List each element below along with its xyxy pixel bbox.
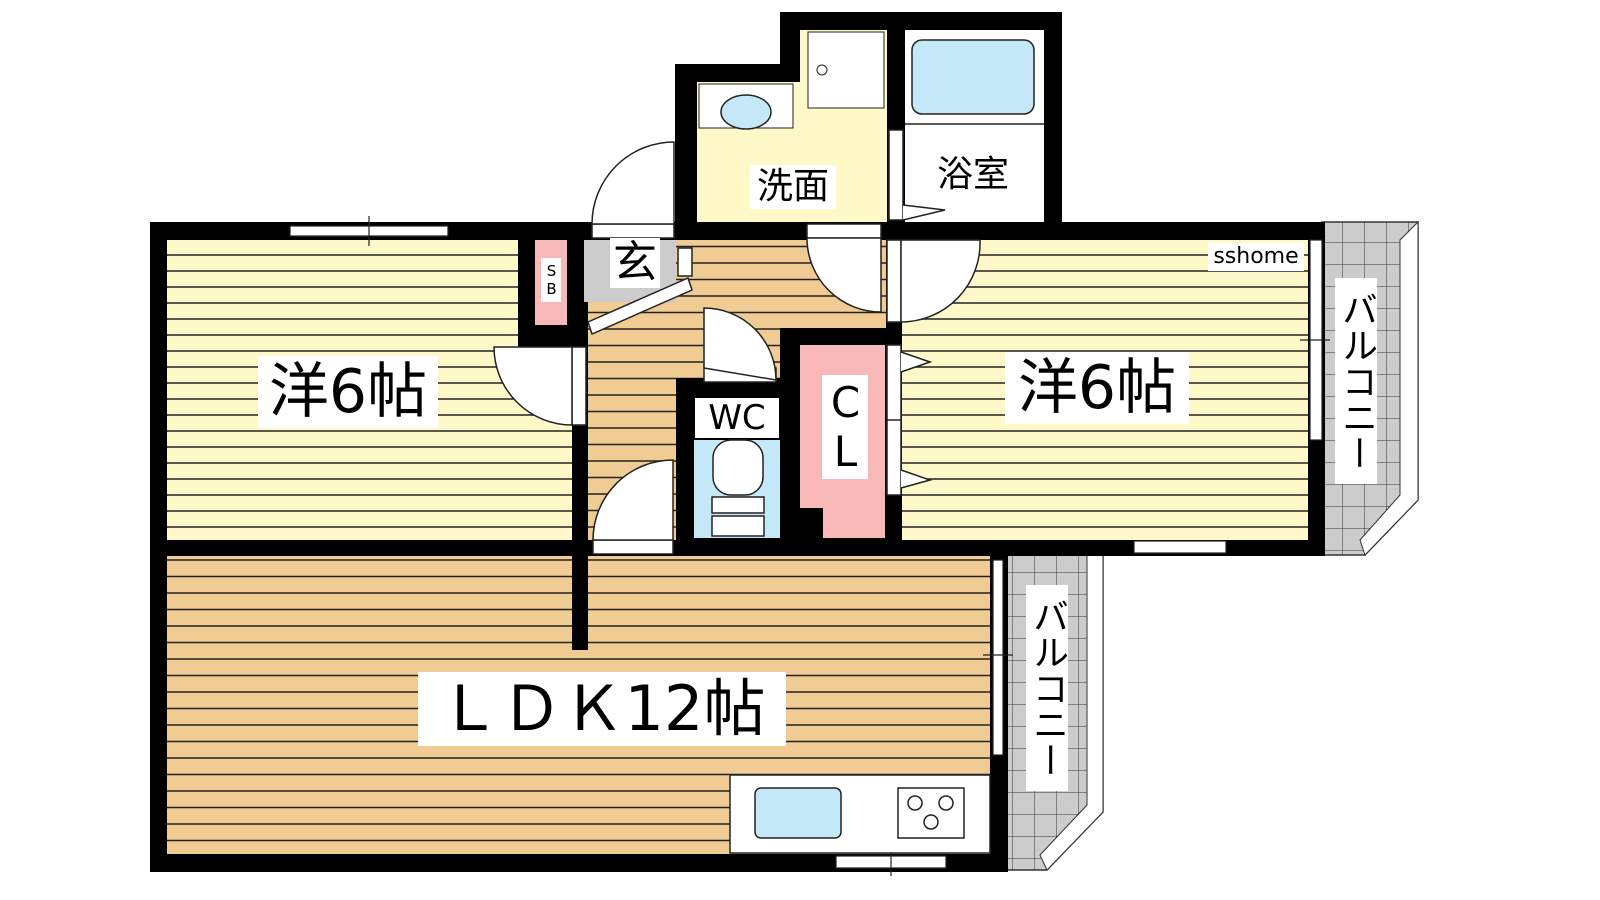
room-label-balcony-right: バルコニー xyxy=(1335,278,1377,484)
room-label-balcony-bottom: バルコニー xyxy=(1026,585,1068,791)
room-label-toilet: WC xyxy=(695,398,779,438)
toilet xyxy=(712,439,764,496)
kitchen-sink xyxy=(754,787,842,839)
room-label-ldk: ＬＤＫ12帖 xyxy=(418,672,786,746)
room-label-shoe-box: SB xyxy=(541,258,561,302)
bathtub xyxy=(911,39,1035,115)
wash-basin xyxy=(720,94,772,130)
room-label-washroom: 洗面 xyxy=(750,165,836,209)
stove-burners-icon xyxy=(907,795,954,830)
windows xyxy=(289,216,1330,876)
stove xyxy=(897,787,965,839)
room-label-western-left: 洋6帖 xyxy=(258,356,438,428)
balcony-right-rail xyxy=(1359,220,1419,556)
room-label-entrance: 玄 xyxy=(610,238,660,288)
room-label-closet: CL xyxy=(821,375,870,479)
room-label-western-right: 洋6帖 xyxy=(1005,352,1189,424)
doors xyxy=(493,129,981,555)
watermark-sshome: sshome xyxy=(1208,243,1304,271)
partition-wall xyxy=(572,540,588,650)
room-label-bathroom: 浴室 xyxy=(932,154,1014,196)
